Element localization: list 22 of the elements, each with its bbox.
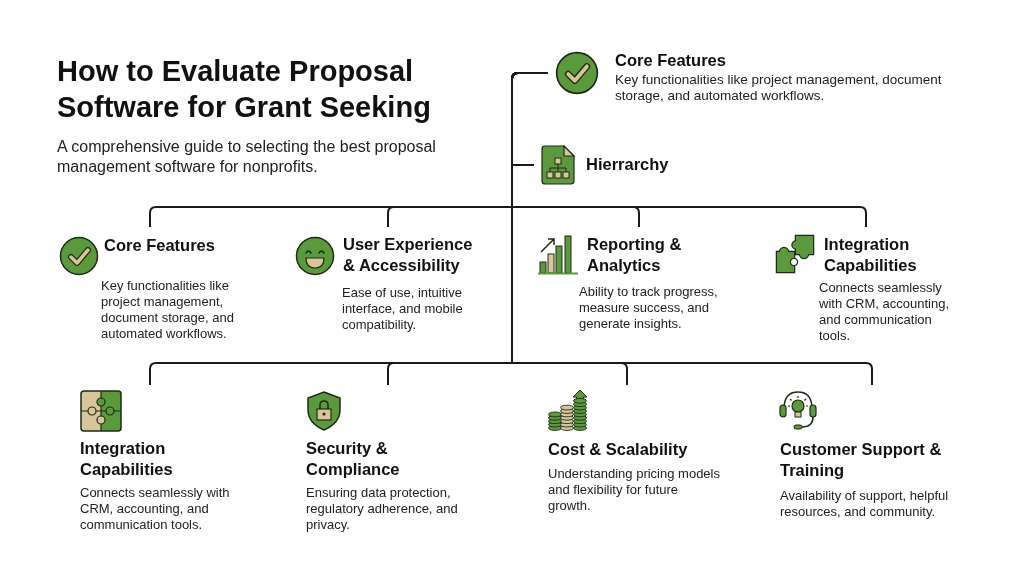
title: How to Evaluate Proposal Software for Grant Seeking bbox=[57, 54, 432, 125]
feature-title: Integration Capabilities bbox=[80, 438, 174, 480]
feature-description: Key functionalities like project management, document storage, and automated workflows. bbox=[615, 72, 943, 104]
feature-title: Security & Compliance bbox=[306, 438, 401, 480]
connector-line bbox=[511, 72, 873, 386]
feature-title: Reporting & Analytics bbox=[587, 234, 683, 276]
feature-description: Connects seamlessly with CRM, accounting, and communication tools. bbox=[819, 280, 951, 344]
feature-description: Connects seamlessly with CRM, accounting, and communication tools. bbox=[80, 485, 231, 533]
feature-description: Understanding pricing models and flexibility for future growth. bbox=[548, 466, 721, 514]
feature-description: Ensuring data protection, regulatory adherence, and privacy. bbox=[306, 485, 459, 533]
feature-description: Ease of use, intuitive interface, and mobile compatibility. bbox=[342, 285, 464, 333]
feature-description: Availability of support, helpful resources, and community. bbox=[780, 488, 950, 520]
feature-title: Integration Capabilities bbox=[824, 234, 918, 276]
feature-description: Key functionalities like project management, document storage, and automated workflows. bbox=[101, 278, 235, 342]
feature-title: User Experience & Accessibility bbox=[343, 234, 474, 276]
feature-title: Core Features bbox=[615, 50, 727, 71]
feature-description: Ability to track progress, measure success, and generate insights. bbox=[579, 284, 719, 332]
feature-title: Customer Support & Training bbox=[780, 439, 943, 481]
subtitle: A comprehensive guide to selecting the best proposal management software for nonprofits. bbox=[57, 137, 437, 177]
feature-title: Cost & Scalability bbox=[548, 439, 689, 460]
feature-title: Hierrarchy bbox=[586, 154, 670, 175]
feature-title: Core Features bbox=[104, 235, 216, 256]
